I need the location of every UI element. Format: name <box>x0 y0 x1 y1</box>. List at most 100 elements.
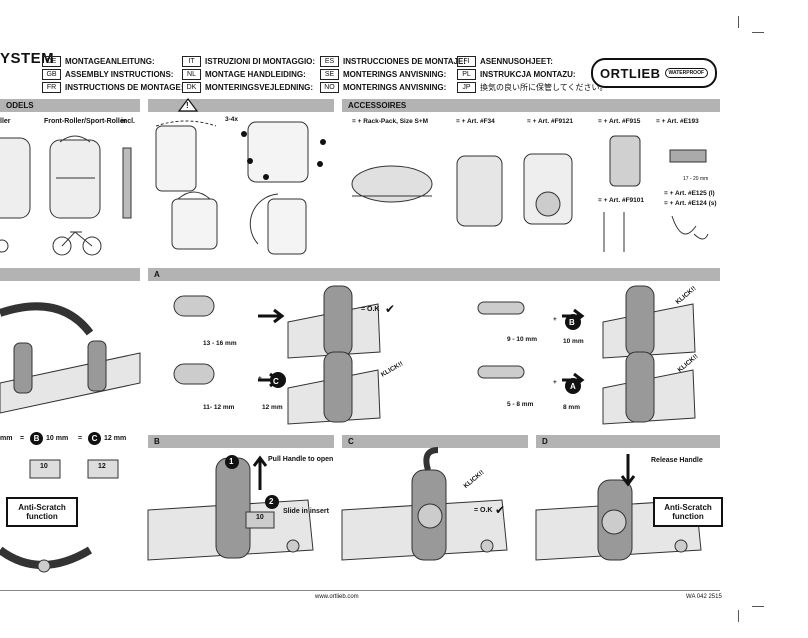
inserts-illustration <box>29 459 119 479</box>
crop-mark <box>738 16 739 28</box>
section-warning: ! <box>148 98 334 112</box>
model-bags-illustration <box>0 135 132 256</box>
lang-heading: 換気の良い所に保管してください。 <box>480 83 608 92</box>
lang-code: NO <box>320 82 339 93</box>
acc-e193-label: = + Art. #E193 <box>656 118 699 125</box>
lang-heading: ISTRUZIONI DI MONTAGGIO: <box>205 57 316 66</box>
crop-mark <box>738 610 739 622</box>
acc-range-label: 17 - 20 mm <box>683 176 709 182</box>
step-c-ok: = O.K <box>474 507 493 514</box>
step-b-pull-label: Pull Handle to open <box>268 456 334 463</box>
anti-scratch-part-illustration <box>0 546 93 573</box>
model-roller-label: ller <box>0 118 11 125</box>
model-incl-label: incl. <box>121 118 136 125</box>
insert-12-label: 12 <box>98 463 106 470</box>
acc-rack-pack-label: = + Rack-Pack, Size S+M <box>352 118 429 125</box>
acc-e125-label: = + Art. #E125 (l) <box>664 190 715 197</box>
left-c12-label: 12 mm <box>104 435 127 442</box>
insert-10-label: 10 <box>40 463 48 470</box>
page-title: YSTEM <box>0 50 55 67</box>
acc-f9121-label: = + Art. #F9121 <box>527 118 574 125</box>
anti-scratch-box-right: Anti-Scratch function <box>653 497 723 527</box>
step-d-release-label: Release Handle <box>651 457 703 464</box>
lang-code: FR <box>42 82 61 93</box>
ortlieb-logo: ORTLIEB WATERPROOF <box>591 58 717 88</box>
footer-divider <box>0 590 720 591</box>
step-c-illustration <box>341 447 508 561</box>
lang-heading: MONTERINGS ANVISNING: <box>343 70 447 79</box>
lang-code: GB <box>42 69 61 80</box>
language-column-3: ES INSTRUCCIONES DE MONTAJE: SE MONTERINGS… <box>320 56 466 93</box>
lang-code: SE <box>320 69 339 80</box>
footer-url: www.ortlieb.com <box>315 594 359 600</box>
acc-e124-label: = + Art. #E124 (s) <box>664 200 717 207</box>
section-blank <box>0 268 140 281</box>
left-b10-label: 10 mm <box>46 435 69 442</box>
rack-illustration <box>0 302 141 414</box>
left-letter-c: C <box>88 432 101 445</box>
lang-heading: MONTAGE HANDLEIDING: <box>205 70 306 79</box>
acc-f34-label: = + Art. #F34 <box>456 118 495 125</box>
left-eq-2: = <box>78 435 83 442</box>
lang-code: JP <box>457 82 476 93</box>
lang-heading: ASSEMBLY INSTRUCTIONS: <box>65 70 174 79</box>
step-a-plus-c: + <box>258 375 262 382</box>
step-a-plus-b: + <box>553 316 557 323</box>
step-a-diameter-3: 9 - 10 mm <box>507 336 537 343</box>
acc-f9101-label: = + Art. #F9101 <box>598 197 645 204</box>
footer-code: WA 042 2515 <box>686 594 722 600</box>
lang-code: NL <box>182 69 201 80</box>
lang-code: DK <box>182 82 201 93</box>
left-eq-1: = <box>20 435 25 442</box>
step-b-illustration <box>147 455 314 561</box>
lang-code: PL <box>457 69 476 80</box>
logo-badge: WATERPROOF <box>664 68 709 78</box>
language-column-4: FI ASENNUSOHJEET: PL INSTRUKCJA MONTAZU: J… <box>457 56 608 93</box>
language-column-2: IT ISTRUZIONI DI MONTAGGIO: NL MONTAGE HAN… <box>182 56 315 93</box>
checkmark-icon: ✔ <box>385 302 396 316</box>
step-d-illustration <box>535 454 702 561</box>
accessories-illustration <box>351 135 709 252</box>
step-b-insert-label: 10 <box>256 514 264 521</box>
step-a-ok: = O.K <box>361 306 380 313</box>
logo-brand: ORTLIEB <box>599 65 661 81</box>
model-front-roller-label: Front-Roller/Sport-Roller <box>44 118 127 125</box>
lang-code: IT <box>182 56 201 67</box>
crop-mark <box>752 32 764 33</box>
warning-icon <box>177 98 199 112</box>
step-a-a-mm: 8 mm <box>563 404 580 411</box>
step-a-illustration <box>173 285 696 425</box>
lang-code: DE <box>42 56 61 67</box>
lang-code: FI <box>457 56 476 67</box>
lang-heading: INSTRUKCJA MONTAZU: <box>480 70 576 79</box>
step-b-number-2: 2 <box>269 497 274 506</box>
lang-heading: INSTRUCTIONS DE MONTAGE: <box>65 83 184 92</box>
left-mm-label: mm <box>0 435 13 442</box>
step-a-diameter-2: 11- 12 mm <box>203 404 235 411</box>
section-c: C <box>342 435 528 448</box>
section-d: D <box>536 435 720 448</box>
section-a: A <box>148 268 720 281</box>
step-a-plus-a: + <box>553 379 557 386</box>
crop-mark <box>752 606 764 607</box>
step-b-number-1: 1 <box>229 457 234 466</box>
step-b-slide-label: Slide in insert <box>283 508 329 515</box>
section-models: ODELS <box>0 99 140 112</box>
warning-count-label: 3-4x <box>225 116 239 123</box>
anti-scratch-box-left: Anti-Scratch function <box>6 497 78 527</box>
lang-heading: MONTERINGS ANVISNING: <box>343 83 447 92</box>
lang-heading: INSTRUCCIONES DE MONTAJE: <box>343 57 466 66</box>
acc-f915-label: = + Art. #F915 <box>598 118 641 125</box>
lang-heading: ASENNUSOHJEET: <box>480 57 553 66</box>
lang-code: ES <box>320 56 339 67</box>
step-a-letter-b: B <box>569 318 575 327</box>
section-accessories: ACCESSOIRES <box>342 99 720 112</box>
step-a-diameter-4: 5 - 8 mm <box>507 401 534 408</box>
step-a-b-mm: 10 mm <box>563 338 584 345</box>
checkmark-icon: ✔ <box>495 503 506 517</box>
warning-bag-illustration <box>155 120 326 255</box>
step-a-letter-a: A <box>570 382 576 391</box>
step-a-c-mm: 12 mm <box>262 404 283 411</box>
warning-mark: ! <box>186 101 189 110</box>
